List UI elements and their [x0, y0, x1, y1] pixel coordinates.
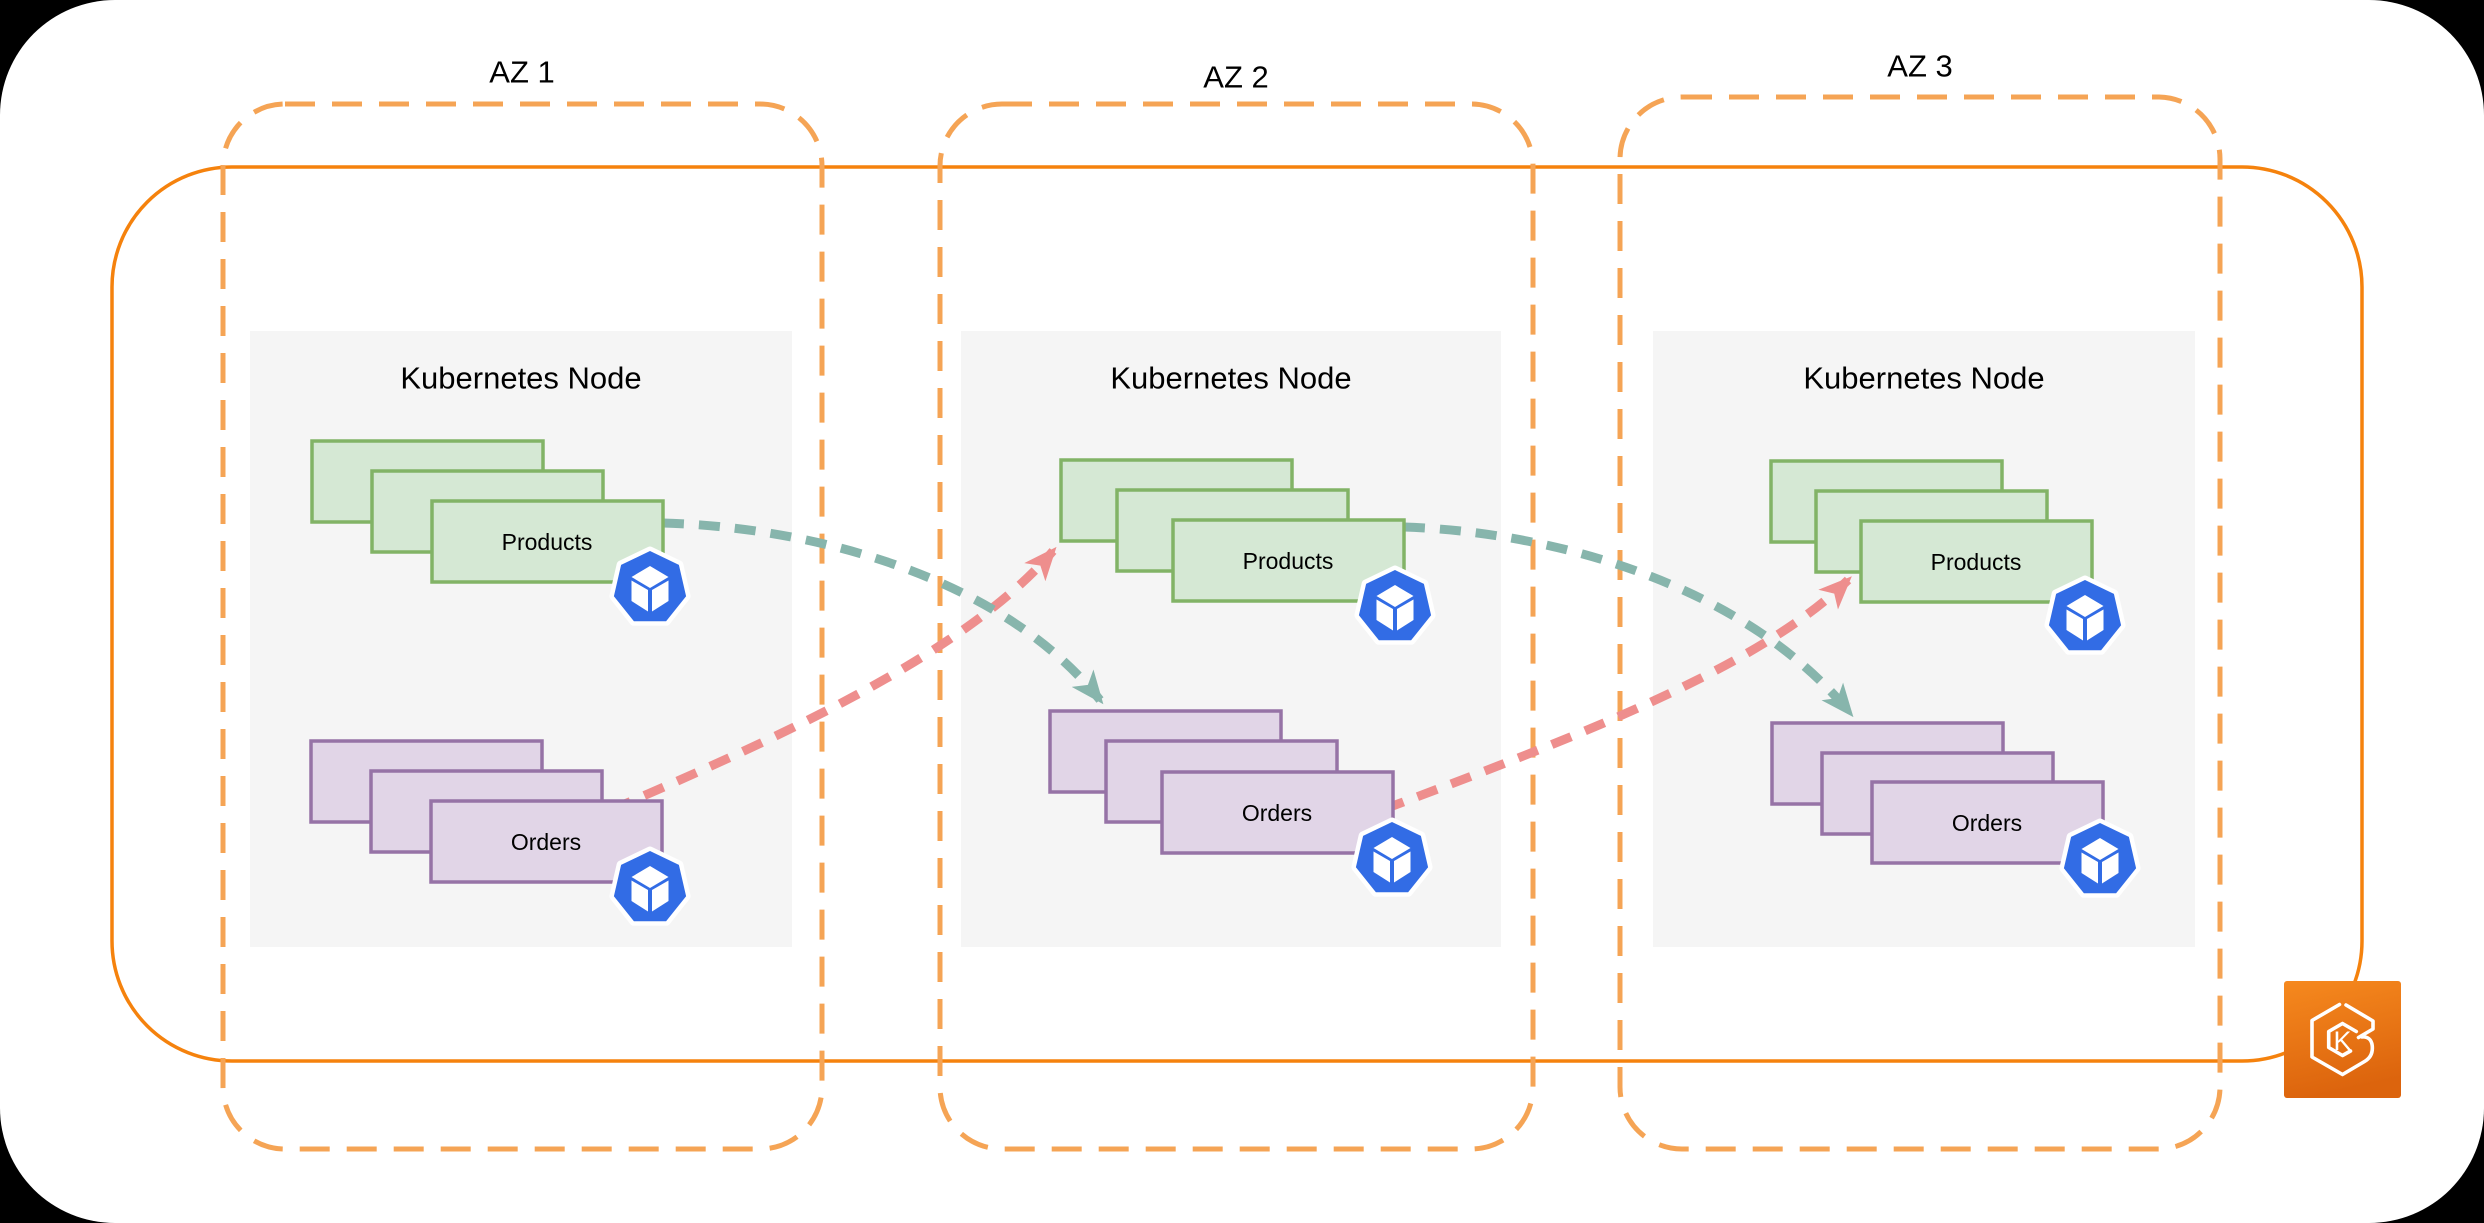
- kubernetes-pod-icon: [1359, 570, 1431, 640]
- az1-orders-label: Orders: [511, 829, 581, 855]
- az3-boundary: [1617, 94, 2223, 1152]
- az3-node-label: Kubernetes Node: [1803, 361, 2044, 396]
- orders-replica-rect: [1160, 770, 1395, 855]
- az1-boundary: [220, 101, 825, 1152]
- az3-products-label: Products: [1931, 549, 2022, 575]
- az2-orders-label: Orders: [1242, 800, 1312, 826]
- arrow-az2-orders-to-az3-products: [1348, 576, 1852, 827]
- az3-orders-label: Orders: [1952, 810, 2022, 836]
- az1-products-stack: Products: [310, 439, 665, 584]
- kubernetes-pod-icon: [1356, 822, 1428, 892]
- kubernetes-pod-icon: [2064, 823, 2136, 893]
- kubernetes-pod-icon: [614, 851, 686, 921]
- products-replica-rect: [1859, 519, 2094, 604]
- az3-label: AZ 3: [1887, 49, 1952, 84]
- kubernetes-pod-icon: [2049, 580, 2121, 650]
- eks-k-letter: K: [2333, 1026, 2351, 1056]
- az3-products-stack: Products: [1769, 459, 2094, 604]
- az2-orders-stack: Orders: [1048, 709, 1395, 855]
- eks-cluster-boundary: [110, 165, 2364, 1063]
- amazon-eks-icon: K: [2284, 981, 2401, 1098]
- az1-label: AZ 1: [489, 55, 554, 90]
- az1-node-label: Kubernetes Node: [400, 361, 641, 396]
- kubernetes-pod-icon: [614, 551, 686, 621]
- az-zone-1: AZ 1 Kubernetes Node: [220, 55, 825, 1152]
- az2-boundary: [937, 101, 1536, 1152]
- az2-node-label: Kubernetes Node: [1110, 361, 1351, 396]
- az2-products-label: Products: [1243, 548, 1334, 574]
- az2-label: AZ 2: [1203, 60, 1268, 95]
- az1-products-label: Products: [502, 529, 593, 555]
- az2-products-stack: Products: [1059, 458, 1406, 603]
- az-zone-2: AZ 2 Kubernetes Node: [937, 60, 1536, 1152]
